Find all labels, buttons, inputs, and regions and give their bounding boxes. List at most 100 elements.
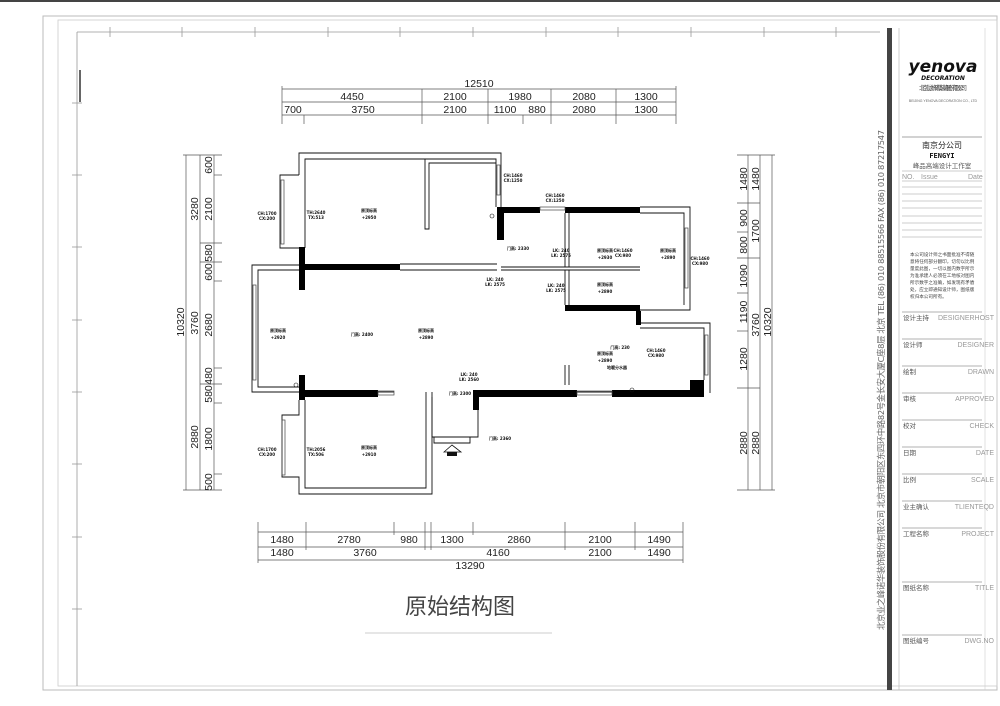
- svg-text:BEIJING YENOVA DECORATION CO.,: BEIJING YENOVA DECORATION CO., LTD: [909, 99, 978, 103]
- dim-label: 3760: [750, 313, 762, 337]
- field-label-cn: 业主确认: [903, 502, 930, 511]
- dim-label: 980: [400, 534, 418, 546]
- field-label-cn: 图纸编号: [903, 636, 930, 645]
- field-label-cn: 设计师: [903, 340, 923, 349]
- dim-label: 1700: [750, 219, 762, 243]
- svg-text:LK: 240: LK: 240: [487, 277, 504, 282]
- svg-text:TX:513: TX:513: [308, 215, 324, 220]
- dim-label: 2860: [507, 534, 531, 546]
- svg-text:CH:1700: CH:1700: [257, 447, 276, 452]
- dim-label: 480: [203, 367, 215, 385]
- svg-text:Date: Date: [968, 174, 983, 181]
- svg-text:门高: 2330: 门高: 2330: [507, 245, 529, 251]
- dim-label: 3280: [189, 197, 201, 221]
- svg-text:TH:2056: TH:2056: [307, 447, 326, 452]
- dim-label: 2880: [189, 425, 201, 449]
- svg-text:CX:980: CX:980: [692, 261, 708, 266]
- field-label-cn: 绘制: [903, 367, 917, 376]
- studio-logo: FENGYI: [929, 152, 954, 160]
- svg-text:原顶标高: 原顶标高: [269, 327, 286, 333]
- svg-text:CH:1460: CH:1460: [503, 173, 522, 178]
- svg-text:+2920: +2920: [271, 335, 286, 340]
- svg-text:+2890: +2890: [419, 335, 434, 340]
- dim-label: 1480: [270, 547, 294, 559]
- dim-overall-top: 12510: [464, 78, 493, 90]
- svg-text:原顶标高: 原顶标高: [596, 350, 613, 356]
- field-label-en: SCALE: [971, 477, 994, 484]
- svg-text:LK: 2575: LK: 2575: [546, 288, 566, 293]
- windows: [252, 164, 709, 476]
- dim-label: 1300: [634, 104, 658, 116]
- dim-label: 2880: [738, 431, 750, 455]
- dim-label: 500: [203, 473, 215, 491]
- dimension-lines: [183, 86, 775, 563]
- dim-label: 2100: [588, 534, 612, 546]
- field-label-en: DESIGNER: [957, 342, 994, 349]
- svg-text:门高: 2360: 门高: 2360: [489, 435, 511, 441]
- field-label-cn: 审核: [903, 394, 917, 403]
- dim-label: 2680: [203, 313, 215, 337]
- svg-text:+2890: +2890: [661, 255, 676, 260]
- svg-text:CX:980: CX:980: [615, 253, 631, 258]
- dim-label: 2780: [337, 534, 361, 546]
- svg-text:原顶标高: 原顶标高: [417, 327, 434, 333]
- svg-text:LK: 240: LK: 240: [548, 283, 565, 288]
- copyright-notice: 本公司设计师之书面批准不得随意将任何部分翻印，切勿以比例量度此图，一切以图内数字…: [910, 253, 975, 300]
- svg-text:CH:1700: CH:1700: [257, 211, 276, 216]
- dim-label: 1490: [647, 547, 671, 559]
- svg-text:门高: 230: 门高: 230: [610, 344, 630, 350]
- dim-label: 1800: [203, 427, 215, 451]
- dim-label: 1190: [738, 301, 750, 324]
- svg-text:CX:1250: CX:1250: [504, 178, 523, 183]
- svg-text:CH:1460: CH:1460: [613, 248, 632, 253]
- svg-text:LK: 2575: LK: 2575: [551, 253, 571, 258]
- field-label-cn: 图纸名称: [903, 583, 930, 592]
- svg-text:原顶标高: 原顶标高: [596, 247, 613, 253]
- field-label-en: PROJECT: [961, 531, 994, 538]
- svg-text:DECORATION: DECORATION: [921, 75, 965, 82]
- dim-label: 2100: [203, 197, 215, 221]
- svg-text:LK: 240: LK: 240: [553, 248, 570, 253]
- dim-label: 2080: [572, 104, 596, 116]
- field-label-en: TLIENTEQD: [955, 504, 994, 511]
- vertical-contact-info: 北京业之峰诺华装饰股份有限公司 北京市朝阳区东四环中路82号金长安大厦C座8层 …: [876, 130, 886, 630]
- dim-label: 1300: [634, 91, 658, 103]
- field-label-en: APPROVED: [955, 396, 994, 403]
- title-block: yenova DECORATION 北京业之峰诺华装饰股份有限公司 BEIJIN…: [887, 28, 986, 690]
- walls-outline: [251, 152, 711, 495]
- dim-label: 1480: [750, 167, 762, 191]
- dim-label: 600: [203, 156, 215, 174]
- dim-label: 2100: [443, 104, 467, 116]
- field-label-en: DATE: [976, 450, 994, 457]
- svg-text:门高: 2300: 门高: 2300: [449, 390, 471, 396]
- svg-text:Issue: Issue: [921, 174, 938, 181]
- svg-text:CX:200: CX:200: [259, 452, 275, 457]
- svg-text:北京业之峰诺华装饰股份有限公司: 北京业之峰诺华装饰股份有限公司: [919, 83, 967, 92]
- svg-text:TX:506: TX:506: [308, 452, 324, 457]
- field-label-en: DRAWN: [968, 369, 994, 376]
- dim-overall-right: 10320: [762, 307, 774, 336]
- dim-overall-left: 10320: [175, 307, 187, 336]
- dim-overall-bottom: 13290: [455, 560, 484, 572]
- dim-label: 3760: [353, 547, 377, 559]
- drawing-title: 原始结构图: [405, 595, 515, 620]
- svg-text:+2930: +2930: [598, 255, 613, 260]
- svg-text:峰品高端设计工作室: 峰品高端设计工作室: [913, 161, 972, 170]
- svg-text:CH:1460: CH:1460: [646, 348, 665, 353]
- svg-text:LK: 2560: LK: 2560: [459, 377, 479, 382]
- dim-label: 1980: [508, 91, 532, 103]
- dim-label: 800: [738, 236, 750, 254]
- dim-label: 3750: [351, 104, 375, 116]
- svg-text:门高: 2400: 门高: 2400: [351, 331, 373, 337]
- svg-text:NO.: NO.: [902, 174, 915, 181]
- svg-text:地暖分水器: 地暖分水器: [607, 364, 628, 370]
- svg-text:+2890: +2890: [598, 289, 613, 294]
- svg-text:原顶标高: 原顶标高: [596, 281, 613, 287]
- svg-text:TH:2640: TH:2640: [307, 210, 326, 215]
- field-label-en: DESIGNERHOST: [938, 315, 995, 322]
- svg-text:+2910: +2910: [362, 452, 377, 457]
- field-label-cn: 校对: [903, 421, 917, 430]
- field-label-cn: 比例: [903, 475, 916, 484]
- dim-label: 1480: [738, 167, 750, 191]
